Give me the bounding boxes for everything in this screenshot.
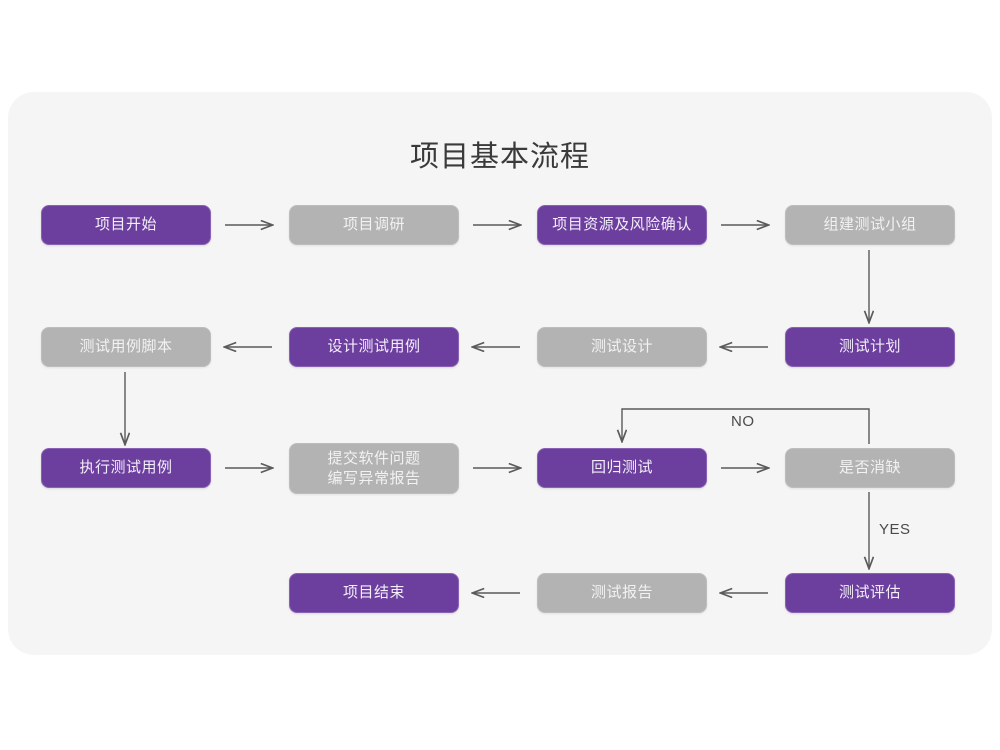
node-project-research[interactable]: 项目调研 [289,205,459,245]
node-regression-test[interactable]: 回归测试 [537,448,707,488]
node-test-evaluation[interactable]: 测试评估 [785,573,955,613]
node-test-report[interactable]: 测试报告 [537,573,707,613]
node-test-plan[interactable]: 测试计划 [785,327,955,367]
page-title: 项目基本流程 [409,141,590,173]
edge-label-yes: YES [879,521,911,538]
node-project-end[interactable]: 项目结束 [289,573,459,613]
node-execute-test-case[interactable]: 执行测试用例 [41,448,211,488]
node-build-test-team[interactable]: 组建测试小组 [785,205,955,245]
edge-label-no: NO [731,413,755,430]
node-submit-issue-report[interactable]: 提交软件问题 编写异常报告 [289,443,459,494]
node-resource-risk-confirm[interactable]: 项目资源及风险确认 [537,205,707,245]
node-test-case-script[interactable]: 测试用例脚本 [41,327,211,367]
node-project-start[interactable]: 项目开始 [41,205,211,245]
flowchart-card [8,92,992,655]
node-test-design[interactable]: 测试设计 [537,327,707,367]
node-design-test-case[interactable]: 设计测试用例 [289,327,459,367]
node-defect-resolved-decision[interactable]: 是否消缺 [785,448,955,488]
